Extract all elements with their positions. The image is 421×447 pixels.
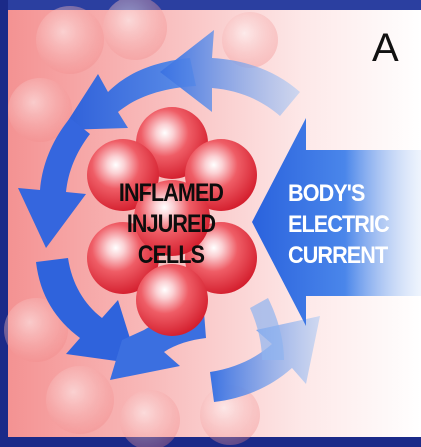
cells-label-line: CELLS: [107, 240, 236, 271]
bottom-border: [0, 437, 421, 447]
current-label-line: CURRENT: [288, 240, 389, 271]
panel-letter: A: [372, 28, 399, 68]
current-label-line: BODY'S: [288, 178, 389, 209]
left-border: [0, 0, 8, 447]
electric-current-label: BODY'S ELECTRIC CURRENT: [288, 178, 389, 271]
inflamed-cells-label: INFLAMED INJURED CELLS: [107, 178, 236, 271]
cells-label-line: INJURED: [107, 209, 236, 240]
current-label-line: ELECTRIC: [288, 209, 389, 240]
cells-label-line: INFLAMED: [107, 178, 236, 209]
cell: [136, 264, 208, 336]
